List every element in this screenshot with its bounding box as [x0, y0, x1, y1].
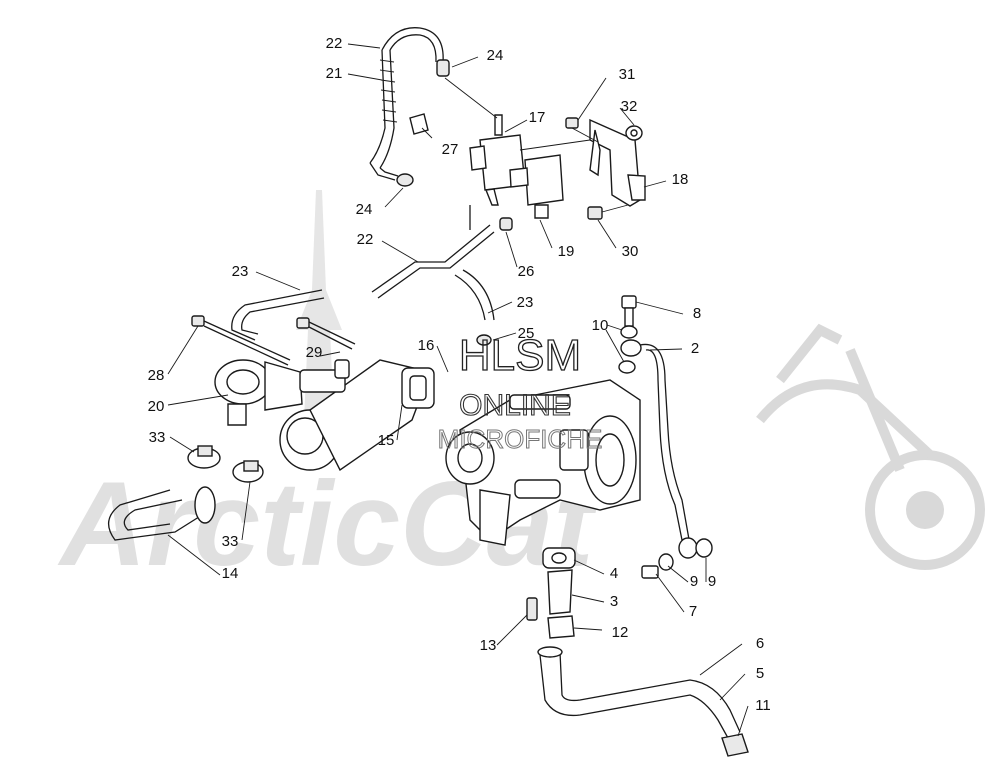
callout-33-lower: 33	[222, 533, 239, 550]
vacuum-hose-23-right	[454, 269, 495, 321]
callout-8: 8	[693, 305, 701, 322]
screw-13	[526, 597, 538, 621]
online-watermark-text: ONLINE	[459, 389, 571, 422]
callout-19: 19	[558, 243, 575, 260]
vacuum-hose-23-left	[231, 289, 325, 341]
bolt-29	[296, 317, 356, 350]
callout-18: 18	[672, 171, 689, 188]
callout-20: 20	[148, 398, 165, 415]
callout-16: 16	[418, 337, 435, 354]
callout-30: 30	[622, 243, 639, 260]
drain-fitting-3	[547, 569, 573, 615]
callout-25: 25	[518, 325, 535, 342]
hose-clamp-26	[499, 217, 513, 231]
nut-32	[625, 125, 643, 141]
bolt-28	[191, 315, 291, 366]
callout-13: 13	[480, 637, 497, 654]
screw-30	[587, 204, 629, 220]
washer-10	[618, 325, 638, 374]
callout-33-upper: 33	[149, 429, 166, 446]
hose-clamp-25	[476, 334, 492, 346]
callout-29: 29	[306, 344, 323, 361]
hlsm-watermark-text: HLSM	[459, 331, 581, 380]
callout-14: 14	[222, 565, 239, 582]
vent-hose-upper	[369, 27, 444, 181]
drain-hose-6	[537, 646, 741, 739]
callout-27: 27	[442, 141, 459, 158]
intake-duct-15	[279, 359, 431, 472]
microfiche-watermark-text: MICROFICHE	[438, 424, 603, 454]
callout-labels: 22 21 24 27 24 17 31 32 18 30 19 26 22 2…	[148, 35, 771, 714]
hose-clamp-24-lower	[396, 173, 414, 187]
callout-9-right: 9	[708, 573, 716, 590]
banjo-bolt-7	[641, 565, 659, 579]
callout-24-top: 24	[487, 47, 504, 64]
callout-23-right: 23	[517, 294, 534, 311]
callout-10: 10	[592, 317, 609, 334]
turbocharger	[445, 379, 641, 546]
oil-line-2	[620, 339, 698, 559]
callout-11: 11	[755, 697, 771, 714]
hose-clamp-33-upper	[187, 445, 221, 469]
hose-clamp-24-top	[436, 59, 450, 77]
hose-clamp-11	[721, 733, 749, 757]
callout-24-lower: 24	[356, 201, 373, 218]
hlsm-watermark: HLSM ONLINE MICROFICHE	[437, 330, 603, 454]
screw-31	[565, 117, 599, 143]
callout-17: 17	[529, 109, 546, 126]
hose-clamp-33-lower	[232, 460, 264, 483]
callout-12: 12	[612, 624, 629, 641]
banjo-bolt-8	[621, 295, 637, 327]
inlet-hose-14	[108, 486, 216, 541]
callout-26: 26	[518, 263, 535, 280]
callout-5: 5	[756, 665, 764, 682]
intake-housing-20	[214, 359, 303, 426]
gasket-4	[542, 547, 576, 569]
callout-32: 32	[621, 98, 638, 115]
callout-31: 31	[619, 66, 636, 83]
solenoid-valve-19	[509, 154, 564, 219]
callout-9-left: 9	[690, 573, 698, 590]
clamp-12	[547, 615, 575, 639]
callout-4: 4	[610, 565, 618, 582]
leader-lines	[167, 43, 749, 737]
vacuum-hose-22-middle	[371, 205, 495, 299]
callout-22-middle: 22	[357, 231, 374, 248]
callout-23-left: 23	[232, 263, 249, 280]
callout-15: 15	[378, 432, 395, 449]
callout-3: 3	[610, 593, 618, 610]
callout-28: 28	[148, 367, 165, 384]
callout-21: 21	[326, 65, 343, 82]
washer-9	[658, 538, 713, 571]
callout-6: 6	[756, 635, 764, 652]
mounting-bracket-18	[519, 118, 646, 207]
callout-2: 2	[691, 340, 699, 357]
callout-7: 7	[689, 603, 697, 620]
gasket-16	[401, 367, 435, 409]
callout-22-top: 22	[326, 35, 343, 52]
tower-watermark-icon	[296, 190, 342, 420]
motorcycle-watermark-icon	[756, 323, 985, 570]
